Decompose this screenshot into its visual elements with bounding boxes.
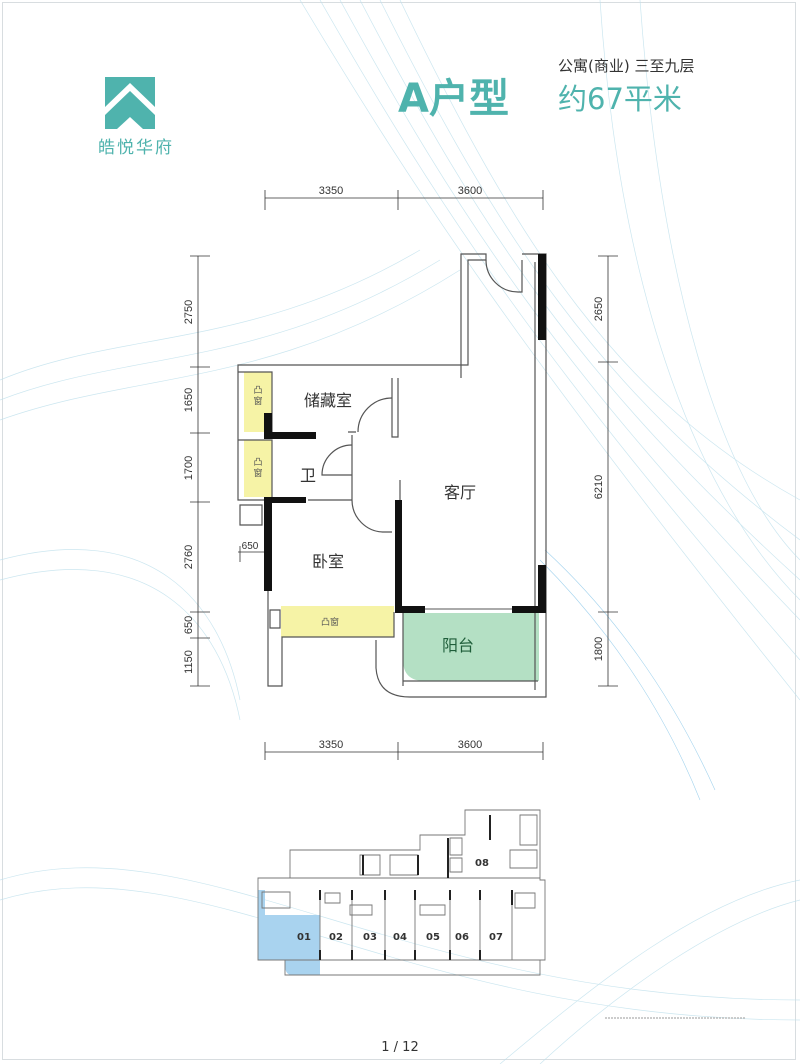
unit-label-03: 03 — [363, 932, 377, 943]
room-storage: 储藏室 — [304, 392, 352, 410]
unit-label-04: 04 — [393, 932, 407, 943]
dim-bottom-2: 3600 — [458, 739, 482, 751]
room-living: 客厅 — [444, 484, 476, 502]
bay-label-1a: 凸 — [253, 385, 262, 395]
dim-right-2: 6210 — [593, 475, 605, 499]
dim-bottom-1: 3350 — [319, 739, 343, 751]
bay-label-2a: 凸 — [253, 457, 262, 467]
room-bedroom: 卧室 — [312, 553, 344, 571]
unit-label-01: 01 — [297, 932, 311, 943]
bay-window-bedroom — [281, 606, 394, 637]
highlighted-unit-01 — [258, 890, 320, 975]
unit-subtitle: 公寓(商业) 三至九层 — [558, 57, 695, 75]
dim-top-2: 3600 — [458, 185, 482, 197]
unit-label-07: 07 — [489, 932, 503, 943]
dim-right-3: 1800 — [593, 637, 605, 661]
dim-left-1: 2750 — [183, 300, 195, 324]
logo-name: 皓悦华府 — [98, 138, 174, 158]
bay-window-bath — [244, 440, 272, 497]
unit-label-08: 08 — [475, 858, 489, 869]
balcony-area — [403, 613, 539, 681]
bay-label-1b: 窗 — [253, 395, 262, 406]
bay-label-2b: 窗 — [253, 467, 262, 478]
dim-left-5: 650 — [183, 616, 195, 634]
dim-left-2: 1650 — [183, 388, 195, 412]
room-bathroom: 卫 — [300, 468, 316, 485]
dim-left-6: 1150 — [183, 650, 195, 674]
dim-left-3: 1700 — [183, 456, 195, 480]
dimension-lines — [190, 190, 618, 760]
floor-plan: 3350 3600 3350 3600 2750 1650 1700 2760 … — [183, 185, 618, 760]
dim-left-4: 2760 — [183, 545, 195, 569]
dim-top-1: 3350 — [319, 185, 343, 197]
page-number: 1 / 12 — [381, 1040, 419, 1055]
unit-type-title: A户型 — [398, 76, 509, 122]
unit-label-06: 06 — [455, 932, 469, 943]
dim-right-1: 2650 — [593, 297, 605, 321]
unit-area: 约67平米 — [558, 82, 682, 116]
bay-label-3: 凸窗 — [321, 616, 339, 627]
unit-label-05: 05 — [426, 932, 440, 943]
logo-icon — [105, 77, 155, 129]
room-balcony: 阳台 — [442, 637, 474, 655]
unit-label-02: 02 — [329, 932, 343, 943]
dim-inner: 650 — [242, 541, 259, 552]
